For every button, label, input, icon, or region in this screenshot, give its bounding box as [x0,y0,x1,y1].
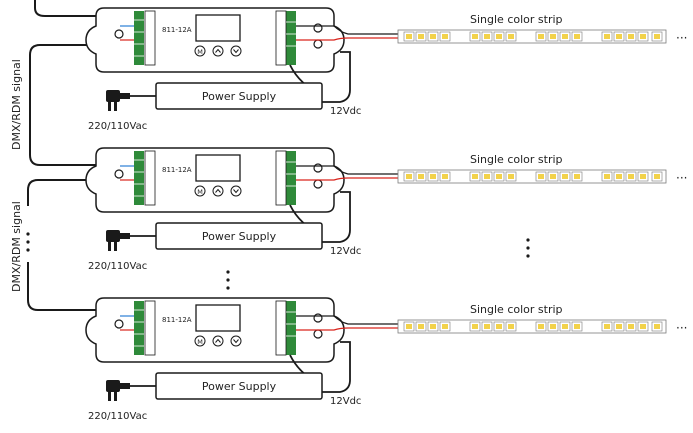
strip-continues-ellipsis: ··· [676,171,687,185]
power-supply-label: Power Supply [202,380,277,393]
input-voltage-label: 220/110Vac [88,121,147,132]
controller-model-label: 811-12A [162,26,192,34]
output-voltage-label: 12Vdc [330,106,361,117]
output-voltage-label: 12Vdc [330,246,361,257]
lcd-display [195,154,241,182]
input-terminal-block [120,10,156,66]
strip-output-wires [296,165,398,181]
chevron-down-icon [233,339,239,344]
strip-output-wires [296,315,398,331]
mode-button-label: M [197,338,203,346]
power-plug-icon [106,380,130,401]
up-button [212,335,224,347]
strip-continues-ellipsis: ··· [676,321,687,335]
controller-model-label: 811-12A [162,316,192,324]
strip-label: Single color strip [470,13,563,26]
chevron-down-icon [233,189,239,194]
power-plug-icon [106,90,130,111]
down-button [230,335,242,347]
power-plug-icon [106,230,130,251]
mode-button: M [194,335,206,347]
output-terminal-block [275,150,296,206]
strip-output-wires [296,25,398,41]
dmx-chain-wires [27,0,120,311]
strip-label: Single color strip [470,153,563,166]
output-terminal-block [275,10,296,66]
input-terminal-block [120,150,156,206]
led-strip [397,169,667,184]
chevron-up-icon [215,338,221,343]
mode-button: M [194,45,206,57]
mode-button-label: M [197,48,203,56]
dmx-input-wire [34,0,120,17]
led-strip [397,29,667,44]
controller-model-label: 811-12A [162,166,192,174]
more-units-dots [226,238,530,290]
chevron-up-icon [215,48,221,53]
controller-unit-1: 811-12A M Power Supply 220/110Vac 12Vdc … [85,7,687,132]
mode-button: M [194,185,206,197]
lcd-display [195,14,241,42]
power-supply-label: Power Supply [202,90,277,103]
strip-label: Single color strip [470,303,563,316]
dmx-link-wire-1 [29,44,120,166]
mode-button-label: M [197,188,203,196]
signal-dots [26,232,30,252]
controller-unit-3: 811-12A M Power Supply 220/110Vac 12Vdc … [85,297,687,422]
down-button [230,45,242,57]
up-button [212,45,224,57]
dmx-rdm-signal-label: DMX/RDM signal [10,201,23,292]
controller-unit-2: 811-12A M Power Supply 220/110Vac 12Vdc … [85,147,687,272]
output-terminal-block [275,300,296,356]
up-button [212,185,224,197]
strip-continues-ellipsis: ··· [676,31,687,45]
led-strip [397,319,667,334]
input-voltage-label: 220/110Vac [88,261,147,272]
dmx-link-wire-3 [27,262,120,311]
output-voltage-label: 12Vdc [330,396,361,407]
dmx-rdm-signal-label: DMX/RDM signal [10,59,23,150]
input-voltage-label: 220/110Vac [88,411,147,422]
lcd-display [195,304,241,332]
down-button [230,185,242,197]
chevron-up-icon [215,188,221,193]
dmx-link-wire-2 [27,179,120,206]
input-terminal-block [120,300,156,356]
power-supply-label: Power Supply [202,230,277,243]
chevron-down-icon [233,49,239,54]
